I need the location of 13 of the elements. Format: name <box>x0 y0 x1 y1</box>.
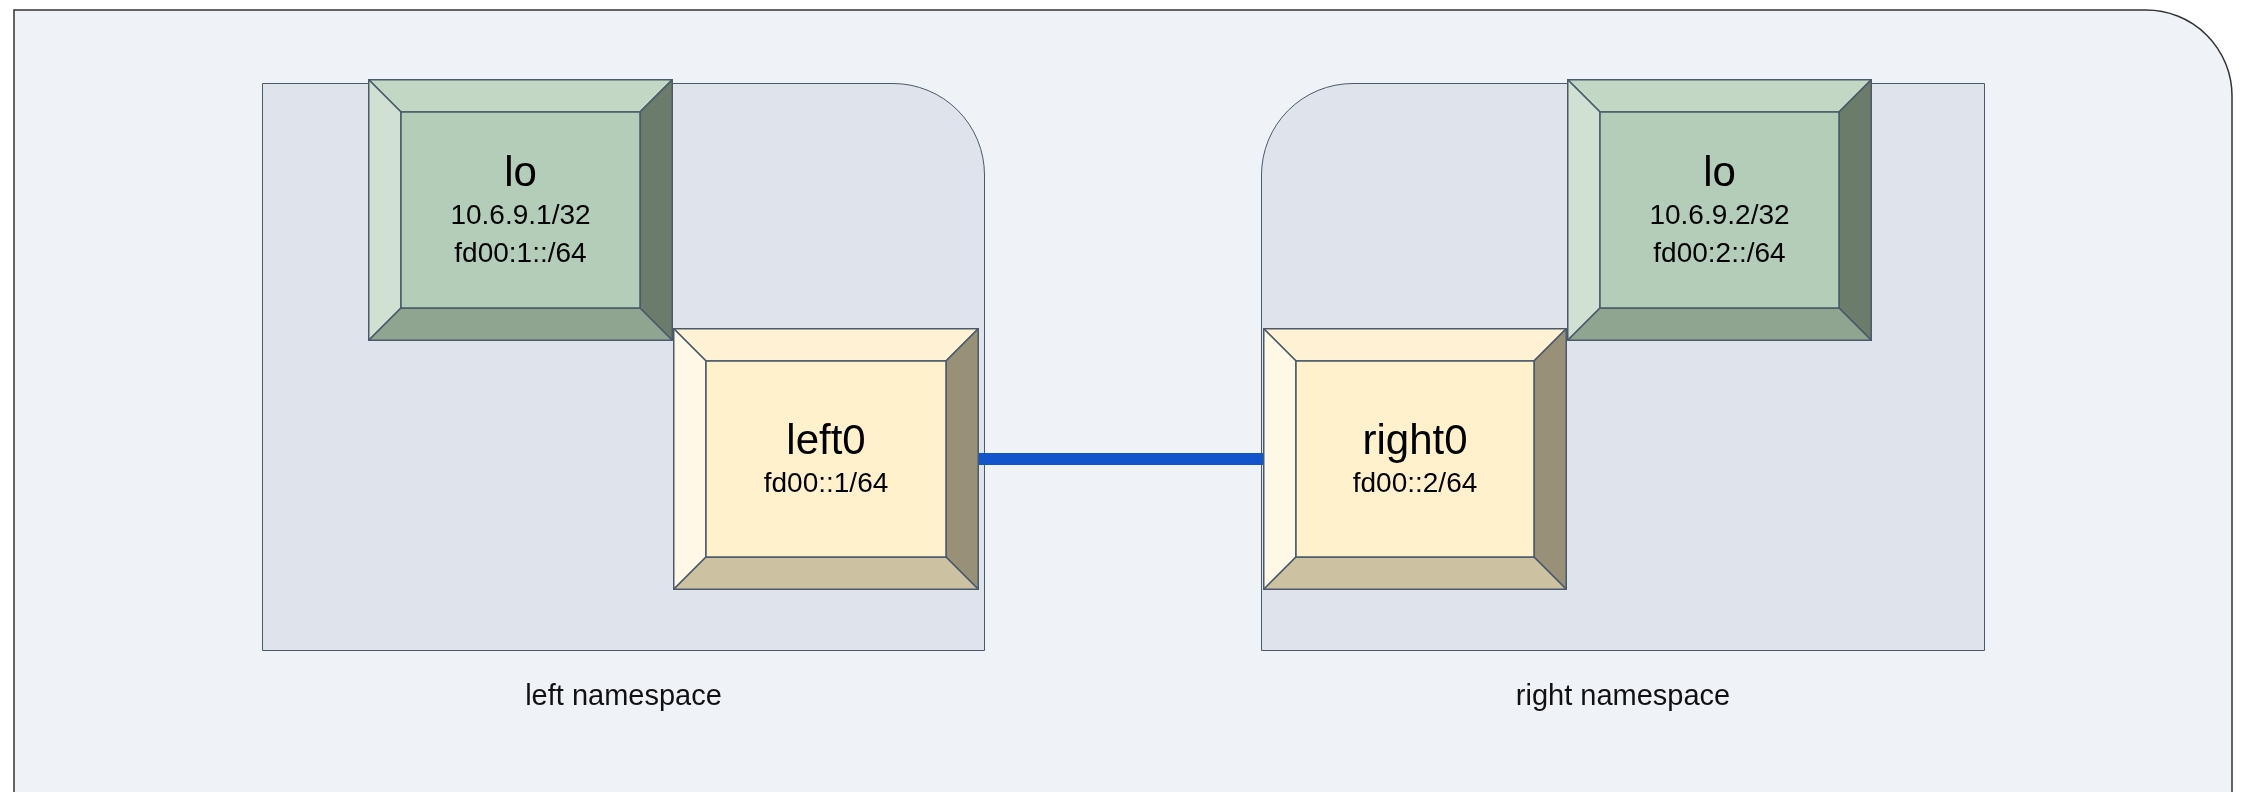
interface-name: lo <box>1703 148 1736 197</box>
address-text: 10.6.9.1/32 <box>450 198 591 233</box>
interface-name: right0 <box>1362 415 1468 465</box>
link-line <box>979 453 1263 465</box>
address-text: fd00::2/64 <box>1352 466 1478 501</box>
interface-name: lo <box>504 148 537 197</box>
address-text: fd00::1/64 <box>763 466 889 501</box>
address-text: 10.6.9.2/32 <box>1649 198 1790 233</box>
address-text: fd00:2::/64 <box>1653 236 1786 271</box>
address-text: fd00:1::/64 <box>454 236 587 271</box>
namespace-label: left namespace <box>525 679 722 712</box>
interface-name: left0 <box>786 415 866 465</box>
namespace-label: right namespace <box>1515 679 1731 712</box>
